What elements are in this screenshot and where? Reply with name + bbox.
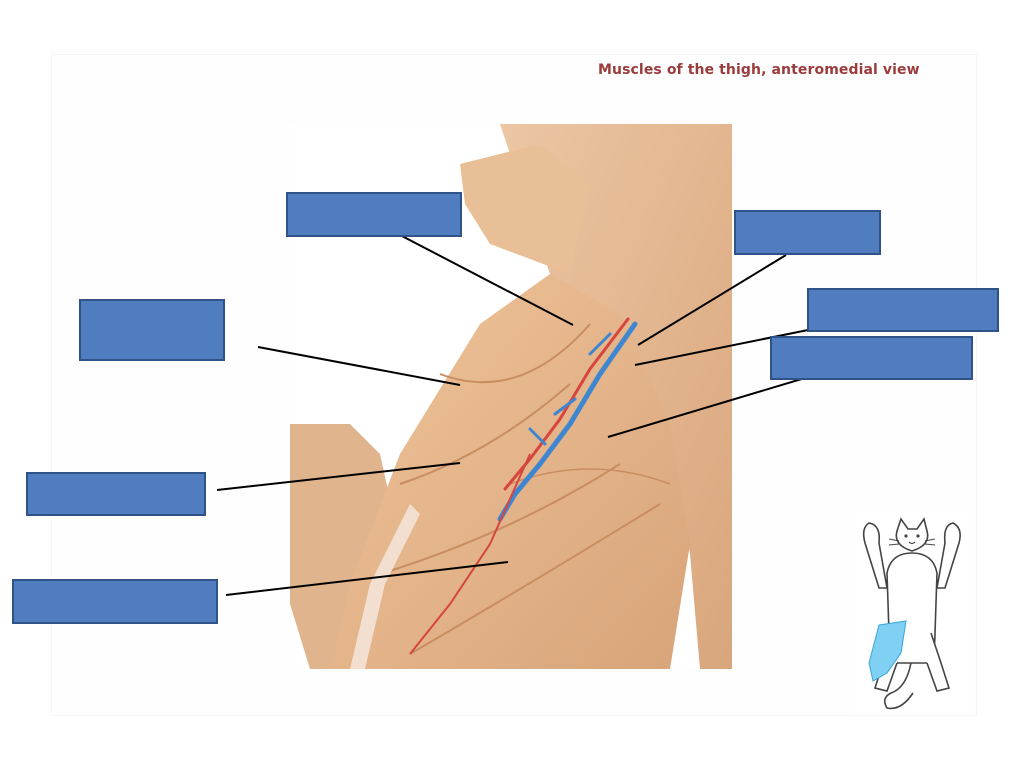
label-box-6[interactable] [26, 472, 206, 516]
label-box-3[interactable] [734, 210, 881, 255]
label-box-4[interactable] [807, 288, 999, 332]
label-box-7[interactable] [12, 579, 218, 624]
slide-title: Muscles of the thigh, anteromedial view [598, 62, 920, 78]
label-box-5[interactable] [770, 336, 973, 380]
cat-orientation-icon [851, 513, 973, 713]
label-box-2[interactable] [79, 299, 225, 361]
label-box-1[interactable] [286, 192, 462, 237]
